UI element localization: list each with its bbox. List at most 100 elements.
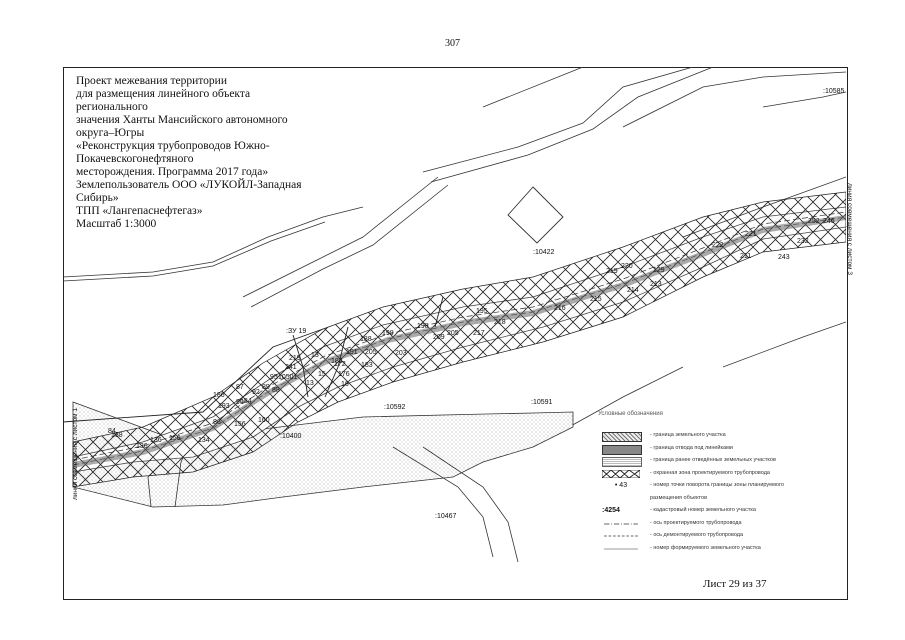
legend-row: - номер формируемого земельного участка	[598, 544, 838, 557]
point-label: 134	[198, 437, 210, 444]
title-line: Сибирь»	[76, 192, 119, 204]
legend-row: • 43 - номер точки поворота границы зоны…	[598, 481, 838, 494]
point-label: 16	[341, 381, 349, 388]
point-label: 136	[136, 443, 148, 450]
title-line: Масштаб 1:3000	[76, 218, 157, 230]
title-line: Проект межевания территории	[76, 75, 227, 87]
legend-text: - номер формируемого земельного участка	[650, 544, 761, 551]
legend-row: - ось демонтируемого трубопровода	[598, 531, 838, 544]
page-number: 307	[445, 38, 460, 49]
legend-text: - граница ранее отведённых земельных уча…	[650, 457, 776, 463]
point-label: 219	[606, 268, 618, 275]
point-label: 95	[270, 374, 278, 381]
point-label: 198	[417, 323, 429, 330]
point-label: 191	[346, 349, 358, 356]
legend-row: размещения объектов	[598, 494, 838, 507]
point-label: 188	[360, 336, 372, 343]
lower-parcel	[72, 401, 574, 508]
cadastral-label: :10422	[533, 249, 555, 256]
legend-text: размещения объектов	[650, 494, 707, 501]
point-label: 241	[285, 364, 297, 371]
point-label: 176	[338, 371, 350, 378]
map-frame	[63, 67, 848, 600]
cadastral-number-sample: :4254	[602, 507, 620, 514]
point-label: 129	[653, 267, 665, 274]
point-label: 89	[262, 384, 270, 391]
protection-zone-swatch	[602, 469, 640, 478]
point-label: 217	[473, 330, 485, 337]
legend-row: - граница земельного участка	[598, 431, 838, 444]
cadastral-label: :10591	[531, 399, 553, 406]
point-label: 246	[823, 218, 835, 225]
legend-text: - ось демонтируемого трубопровода	[650, 532, 744, 538]
match-line-left: линия совмещения с листом 1	[72, 408, 79, 500]
point-label: 90	[236, 399, 244, 406]
point-label: 195	[476, 308, 488, 315]
point-label: 156	[234, 421, 246, 428]
legend-title: Условные обозначения	[598, 411, 663, 417]
point-label: 138	[111, 432, 123, 439]
cadastral-label: :ЗУ 19	[286, 328, 307, 335]
point-label: 221	[745, 231, 757, 238]
title-line: для размещения линейного объекта	[76, 88, 251, 100]
point-label: 156	[169, 435, 181, 442]
point-label: 186	[213, 392, 225, 399]
title-line: округа–Югры	[76, 127, 145, 139]
point-label: 205	[365, 349, 377, 356]
point-label: 13	[306, 380, 314, 387]
point-label: 219	[289, 355, 301, 362]
title-line: значения Ханты Мансийского автономного	[76, 114, 288, 126]
legend: Условные обозначения - граница земельног…	[598, 411, 838, 556]
legend-text: - граница земельного участка	[650, 432, 726, 438]
cadastral-label: :10592	[384, 404, 406, 411]
point-label: 183	[361, 362, 373, 369]
point-label: 183	[331, 358, 343, 365]
point-label: 84	[108, 428, 116, 435]
diamond-parcel	[507, 186, 564, 244]
title-line: «Реконструкция трубопроводов Южно-	[76, 140, 270, 152]
point-label: 214	[627, 287, 639, 294]
legend-row: - граница ранее отведённых земельных уча…	[598, 456, 838, 469]
point-label: 205	[447, 330, 459, 337]
title-block: Проект межевания территории для размещен…	[76, 75, 331, 231]
legend-row: - граница отвода под линейками	[598, 444, 838, 457]
title-line: Покачевскогонефтяного	[76, 153, 194, 165]
free-parcel-swatch	[602, 457, 642, 467]
point-label: 160	[258, 417, 270, 424]
map-canvas	[63, 67, 846, 563]
legend-row: - охранная зона проектируемого трубопров…	[598, 469, 838, 482]
point-label: 222	[712, 242, 724, 249]
parcel-boundary-lines	[63, 296, 444, 423]
parcel-boundary-swatch	[602, 432, 642, 442]
title-line: регионального	[76, 101, 148, 113]
legend-text: - охранная зона проектируемого трубопров…	[650, 469, 770, 476]
point-label: 216	[554, 305, 566, 312]
legend-text: - номер точки поворота границы зоны план…	[650, 482, 784, 488]
point-label: 87	[236, 384, 244, 391]
cadastral-label: :10585	[823, 88, 845, 95]
cadastral-label: :10400	[280, 433, 302, 440]
cadastral-label: :10501	[276, 374, 298, 381]
parcel-number-swatch	[604, 548, 638, 549]
legend-row: - ось проектируемого трубопровода	[598, 519, 838, 532]
point-label: 88	[272, 387, 280, 394]
legend-row: :4254 - кадастровый номер земельного уча…	[598, 506, 838, 519]
title-line: месторождения. Программа 2017 года»	[76, 166, 269, 178]
point-label: 86	[213, 419, 221, 426]
lease-boundary-swatch	[602, 444, 642, 455]
point-label: 184	[240, 398, 252, 405]
point-label: 172	[334, 361, 346, 368]
point-label: 199	[382, 330, 394, 337]
point-label: 218	[494, 319, 506, 326]
legend-text: - ось проектируемого трубопровода	[650, 519, 742, 526]
legend-text: - граница отвода под линейками	[650, 444, 733, 451]
legend-text: - кадастровый номер земельного участка	[650, 507, 756, 513]
point-label: 92	[252, 389, 260, 396]
point-label: 136	[150, 437, 162, 444]
point-label: 215	[590, 296, 602, 303]
point-label: 209	[433, 334, 445, 341]
point-label: 243	[778, 254, 790, 261]
title-line: Землепользователь ООО «ЛУКОЙЛ-Западная	[76, 179, 302, 191]
point-label: 13	[311, 352, 319, 359]
point-label: 213	[650, 281, 662, 288]
